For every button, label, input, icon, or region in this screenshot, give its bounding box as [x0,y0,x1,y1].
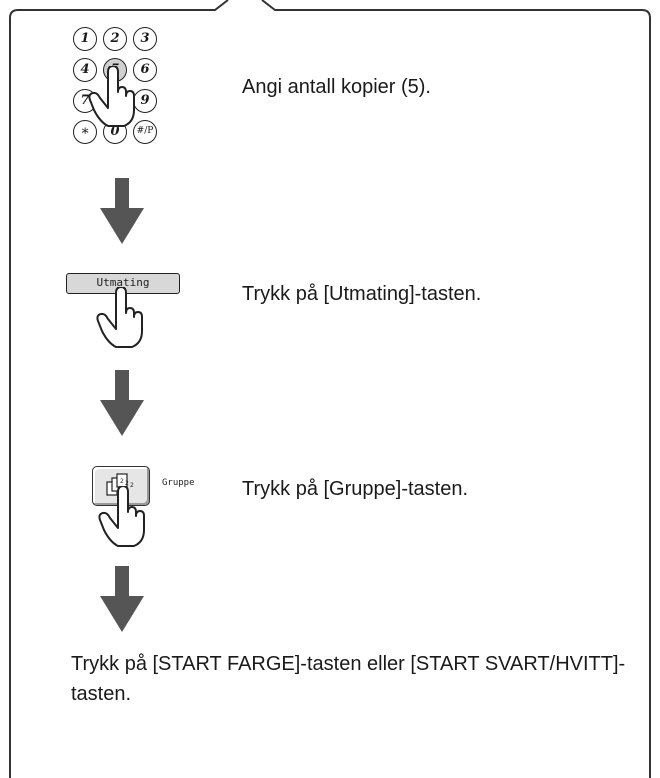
grouped-pages-icon: 2 2 2 [105,472,134,496]
key-2: 2 [103,27,127,51]
key-6: 6 [133,58,157,82]
step-1-text: Angi antall kopier (5). [242,76,431,98]
final-instruction-text: Trykk på [START FARGE]-tasten eller [STA… [71,653,626,705]
pointing-hand-icon [98,486,145,547]
numeric-keypad-icon: 1 2 3 4 5 6 7 8 9 ∗ 0 #/P [70,20,180,160]
key-1: 1 [73,27,97,51]
step-3-text: Trykk på [Gruppe]-tasten. [242,478,469,500]
key-3: 3 [133,27,157,51]
svg-text:2: 2 [125,480,129,487]
svg-text:2: 2 [120,478,124,485]
step-2-text: Trykk på [Utmating]-tasten. [242,283,482,305]
key-hash-p: #/P [133,120,157,144]
key-4: 4 [73,58,97,82]
pointing-hand-icon [96,287,143,348]
gruppe-label: Gruppe [162,478,195,488]
pointing-hand-icon [88,66,135,127]
down-arrow-icon [100,566,144,632]
key-star: ∗ [73,120,97,144]
down-arrow-icon [100,370,144,436]
down-arrow-icon [100,178,144,244]
utmating-button-icon: Utmating [66,273,180,294]
svg-text:2: 2 [130,482,134,489]
